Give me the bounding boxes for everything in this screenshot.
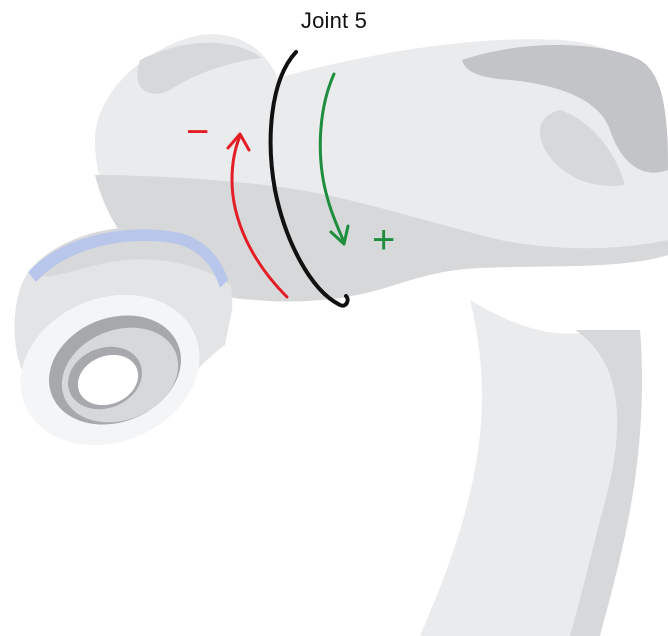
tool-flange (0, 227, 232, 471)
minus-sign: − (186, 112, 209, 152)
plus-sign: + (372, 220, 395, 260)
joint-title: Joint 5 (0, 8, 668, 34)
lower-arm-link (420, 300, 642, 636)
